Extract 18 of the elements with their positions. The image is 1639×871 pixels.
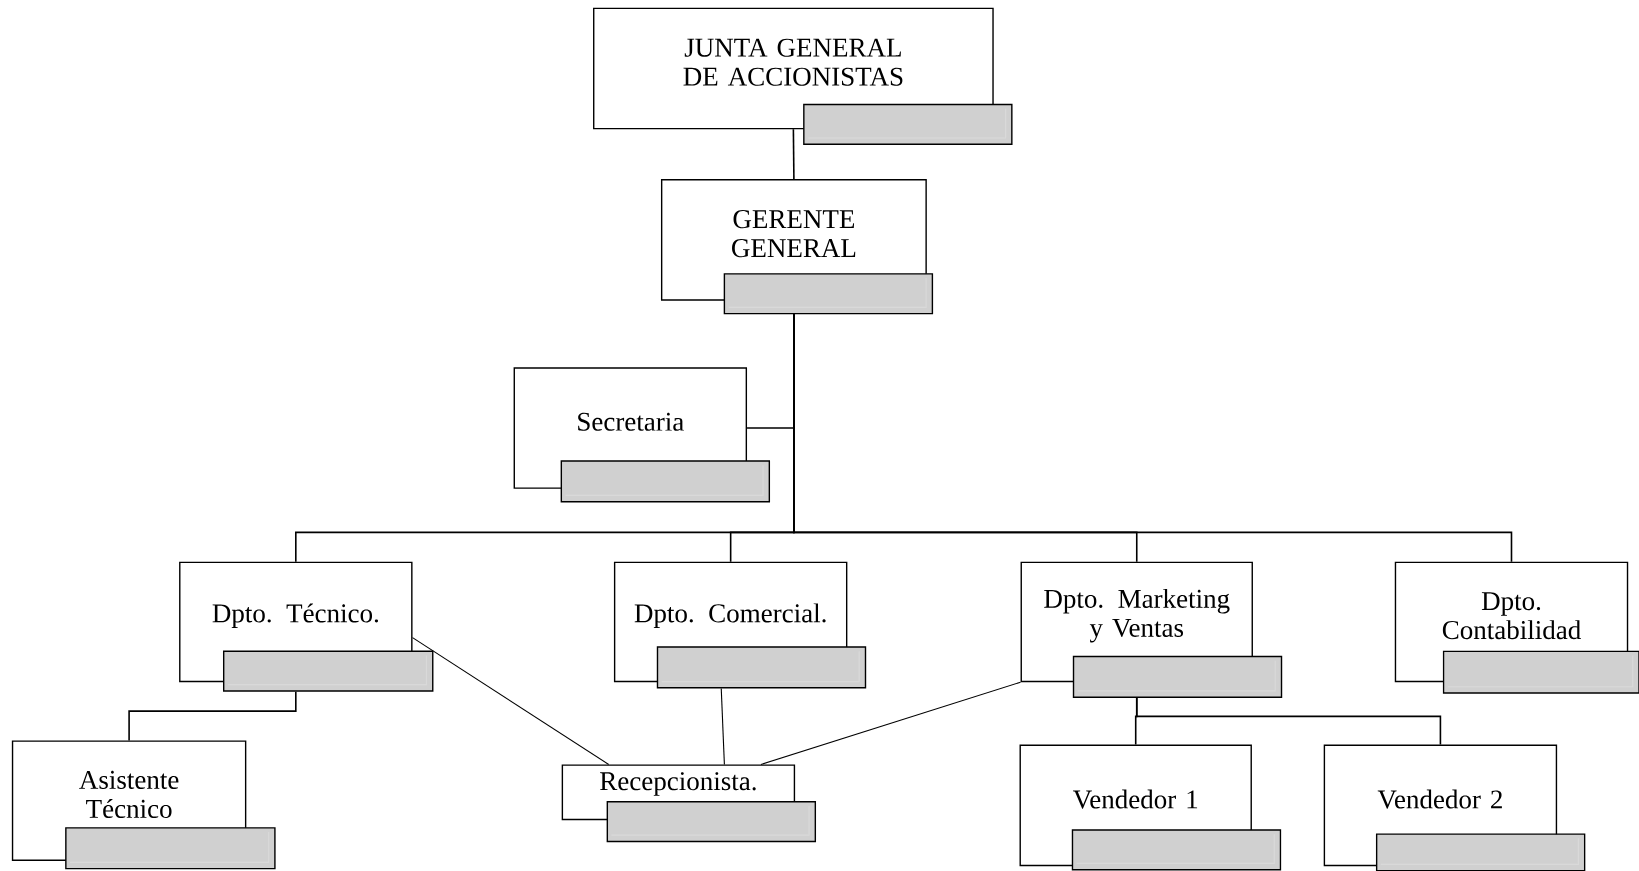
connector-line bbox=[760, 681, 1022, 765]
org-box: Secretaria bbox=[513, 367, 771, 503]
org-box: Recepcionista. bbox=[561, 764, 817, 843]
connector-line bbox=[412, 637, 610, 765]
org-box: Dpto. Contabilidad bbox=[1394, 561, 1639, 694]
org-box: Dpto. Comercial. bbox=[613, 561, 867, 689]
connector-line bbox=[792, 128, 795, 180]
org-box: Vendedor 2 bbox=[1323, 744, 1586, 871]
org-box: Dpto. Marketing y Ventas bbox=[1020, 561, 1283, 698]
org-box: Dpto. Técnico. bbox=[179, 561, 434, 692]
connector-line bbox=[720, 687, 725, 765]
connector-line bbox=[1135, 697, 1442, 746]
connector-line bbox=[128, 690, 297, 742]
org-box: GERENTE GENERAL bbox=[660, 179, 934, 315]
connector-line bbox=[793, 313, 1513, 563]
org-box: Vendedor 1 bbox=[1019, 744, 1282, 871]
org-box: Asistente Técnico bbox=[11, 740, 276, 870]
org-box: JUNTA GENERAL DE ACCIONISTAS bbox=[593, 7, 1013, 145]
